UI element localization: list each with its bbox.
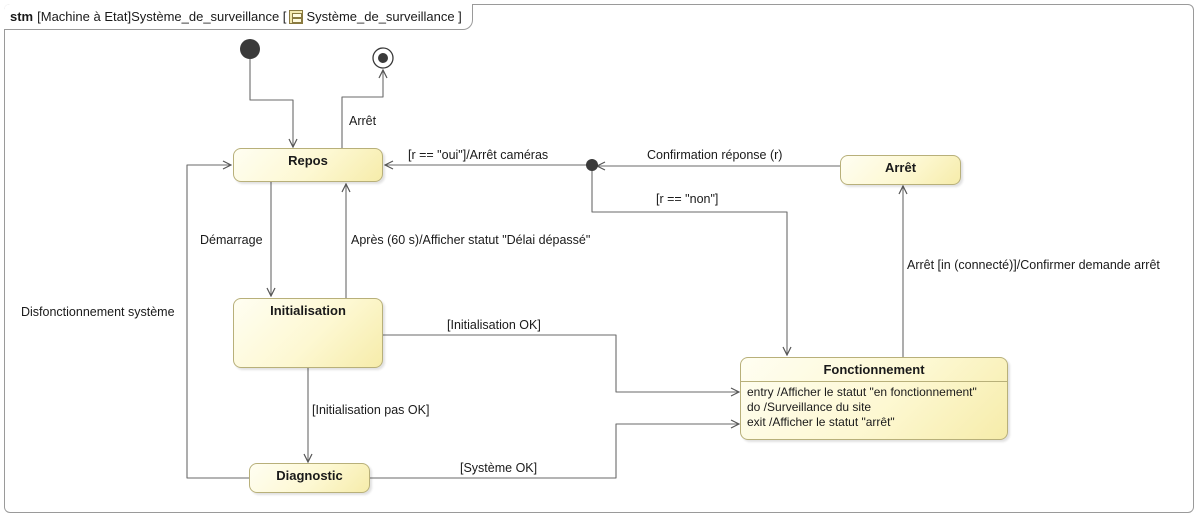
label-delai: Après (60 s)/Afficher statut "Délai dépa… [351,233,591,247]
label-confirmation: Confirmation réponse (r) [647,148,783,162]
final-node-core [378,53,388,63]
transition-disfonctionnement [186,165,250,479]
activity-exit: exit /Afficher le statut "arrêt" [747,415,895,429]
transition-repos-final [341,70,383,150]
state-initialisation[interactable]: Initialisation [233,298,383,368]
label-init-pas-ok: [Initialisation pas OK] [312,403,430,417]
state-fonctionnement[interactable]: Fonctionnement entry /Afficher le statut… [740,357,1008,440]
activity-do: do /Surveillance du site [747,400,872,414]
label-non: [r == "non"] [656,192,719,206]
state-repos[interactable]: Repos [233,148,383,182]
diagram-frame [4,4,1194,513]
state-initialisation-name: Initialisation [270,303,346,318]
diagram-frame-header: stm [Machine à Etat]Système_de_surveilla… [4,4,473,30]
state-diagnostic-name: Diagnostic [276,468,343,483]
label-systeme-ok: [Système OK] [460,461,538,475]
label-arret-final: Arrêt [349,114,377,128]
label-demarrage: Démarrage [200,233,263,247]
state-repos-name: Repos [288,153,328,168]
frame-title: [Machine à Etat]Système_de_surveillance … [37,9,287,24]
activity-entry: entry /Afficher le statut "en fonctionne… [747,385,977,399]
label-disfonctionnement: Disfonctionnement système [21,305,175,319]
frame-keyword: stm [10,9,34,24]
state-diagnostic[interactable]: Diagnostic [249,463,370,493]
transition-systeme-ok [370,424,739,479]
state-fonctionnement-activities: entry /Afficher le statut "en fonctionne… [741,382,1007,433]
label-init-ok: [Initialisation OK] [447,318,541,332]
state-fonctionnement-name: Fonctionnement [741,358,1007,382]
label-oui: [r == "oui"]/Arrêt caméras [408,148,549,162]
transition-init-ok [382,334,739,392]
frame-owner: Système_de_surveillance ] [306,9,462,24]
state-machine-icon [289,9,304,24]
state-arret[interactable]: Arrêt [840,155,961,185]
junction-node [586,159,598,171]
transition-non [591,170,787,355]
state-arret-name: Arrêt [884,160,917,175]
label-connecte: Arrêt [in (connecté)]/Confirmer demande … [907,258,1160,272]
transition-initial-repos [249,59,293,147]
initial-node [240,39,260,59]
